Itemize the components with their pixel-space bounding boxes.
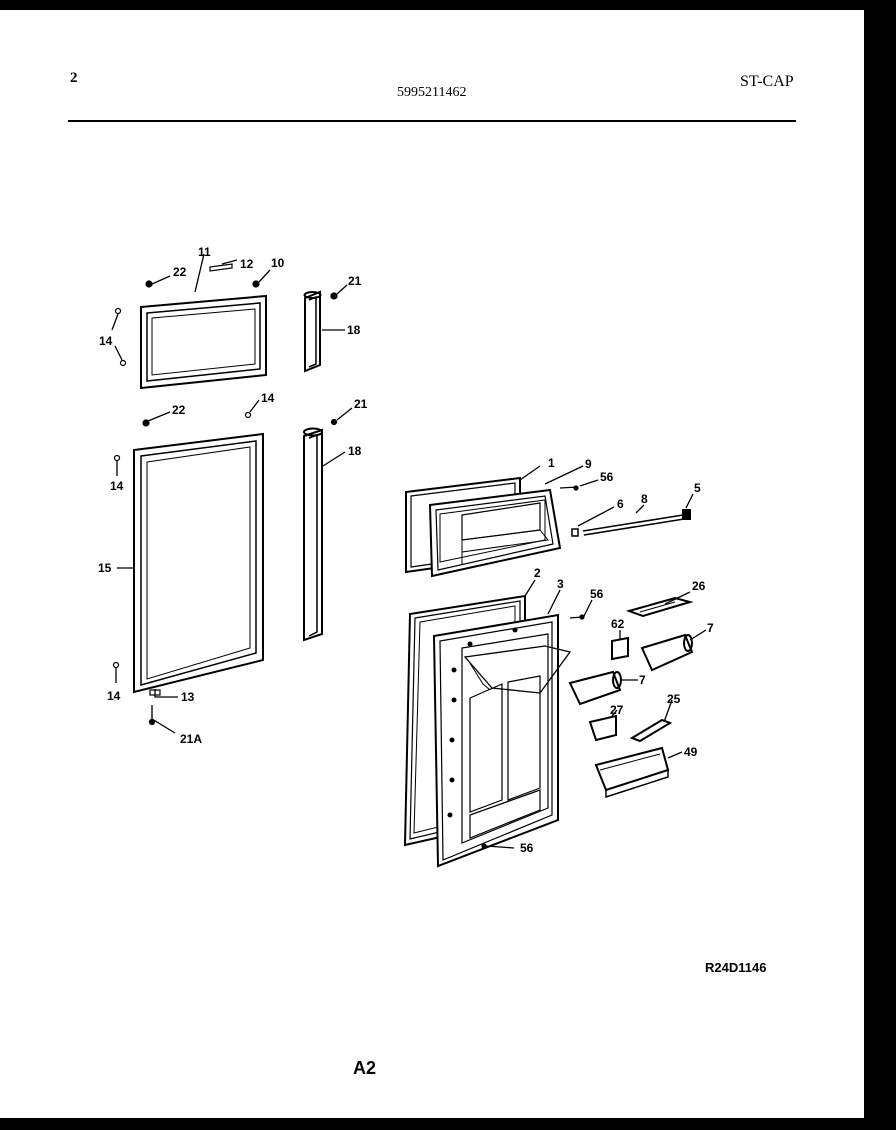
fresh-food-gasket: [133, 432, 264, 694]
callout-10: 10: [271, 256, 285, 270]
edge-tick: [0, 110, 8, 111]
callout-56-bottom: 56: [520, 841, 534, 855]
screw-21-top: [330, 292, 338, 300]
freezer-door-liner: [428, 488, 562, 578]
screw-56-bottom: [481, 843, 487, 849]
page-label: A2: [353, 1058, 377, 1078]
callout-56-mid: 56: [590, 587, 604, 601]
pin-14-a: [114, 307, 122, 315]
callout-56-top: 56: [600, 470, 614, 484]
callout-21-mid: 21: [354, 397, 368, 411]
callout-13: 13: [181, 690, 195, 704]
callout-7-right: 7: [707, 621, 714, 635]
pin-14-c: [244, 411, 252, 419]
pin-14-e: [112, 661, 120, 669]
pin-14-d: [113, 454, 121, 462]
callout-22-top: 22: [173, 265, 187, 279]
callout-21-top: 21: [348, 274, 362, 288]
callout-6: 6: [617, 497, 624, 511]
callout-7-left: 7: [639, 673, 646, 687]
screw-21-mid: [330, 418, 338, 426]
screw-22-mid: [142, 419, 150, 427]
callout-14-bottom: 14: [107, 689, 121, 703]
edge-tick: [0, 1055, 8, 1056]
plug-12: [209, 263, 233, 272]
rack-rod: [571, 509, 691, 537]
fresh-food-liner: [432, 613, 572, 868]
callout-27: 27: [610, 703, 624, 717]
callout-49: 49: [684, 745, 698, 759]
bin-clip: [588, 714, 617, 742]
callout-1: 1: [548, 456, 555, 470]
callout-14-mid: 14: [261, 391, 275, 405]
screw-10: [252, 280, 260, 288]
callout-11: 11: [198, 245, 211, 259]
pin-14-b: [119, 359, 127, 367]
edge-tick: [0, 470, 8, 471]
freezer-handle: [303, 290, 322, 373]
callout-18-top: 18: [347, 323, 361, 337]
callout-3: 3: [557, 577, 564, 591]
callout-62: 62: [611, 617, 625, 631]
butter-bin: [568, 670, 622, 706]
edge-tick: [0, 1086, 8, 1088]
page-number: 2: [70, 70, 78, 86]
callout-15: 15: [98, 561, 112, 575]
callout-26: 26: [692, 579, 706, 593]
reference-code: R24D1146: [705, 960, 767, 975]
part-number: 5995211462: [397, 85, 467, 100]
callout-14-side: 14: [110, 479, 124, 493]
callout-22-mid: 22: [172, 403, 186, 417]
egg-tray: [625, 596, 694, 618]
edge-tick: [0, 568, 8, 569]
callout-25: 25: [667, 692, 681, 706]
callout-8: 8: [641, 492, 648, 506]
screw-22-top: [145, 280, 153, 288]
door-bin: [594, 746, 670, 799]
freezer-gasket: [140, 294, 267, 390]
callout-14-top: 14: [99, 334, 113, 348]
callout-2: 2: [534, 566, 541, 580]
dairy-door: [611, 636, 629, 661]
callout-12: 12: [240, 257, 254, 271]
dairy-bin: [640, 633, 694, 672]
edge-tick: [0, 300, 6, 301]
edge-tick: [0, 862, 6, 866]
header-rule: [68, 120, 796, 122]
model-code: ST-CAP: [740, 73, 794, 90]
callout-21a: 21A: [180, 732, 202, 746]
callout-9: 9: [585, 457, 592, 471]
callout-18-mid: 18: [348, 444, 362, 458]
shelf-retainer: [629, 718, 673, 743]
callout-5: 5: [694, 481, 701, 495]
fresh-food-handle: [303, 427, 323, 642]
